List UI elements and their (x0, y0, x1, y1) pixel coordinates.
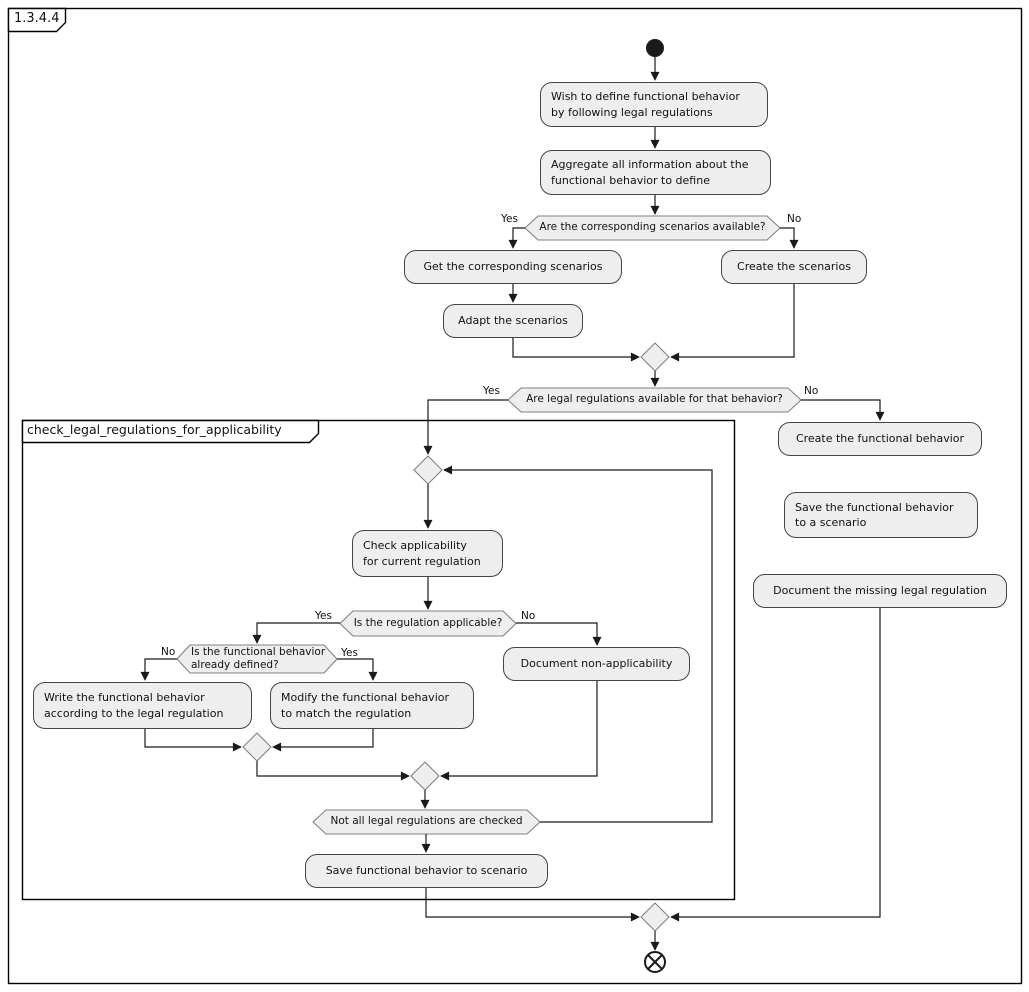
activity-document-missing: Document the missing legal regulation (753, 574, 1007, 608)
inner-frame (21, 419, 736, 901)
activity-check-applicability-line1: Check applicability (363, 539, 467, 553)
activity-save-behavior-line1: Save the functional behavior (795, 500, 954, 514)
activity-write-behavior: Write the functional behavior according … (33, 682, 252, 729)
activity-get-scenarios: Get the corresponding scenarios (404, 250, 622, 284)
activity-save-functional: Save functional behavior to scenario (305, 854, 548, 888)
branch-no-scenarios: No (787, 213, 802, 225)
merge-scenarios-diamond (640, 342, 670, 372)
decision-not-all-checked-text: Not all legal regulations are checked (330, 815, 523, 828)
activity-document-missing-label: Document the missing legal regulation (773, 584, 987, 598)
branch-yes-regulations: Yes (483, 385, 500, 397)
activity-save-behavior: Save the functional behavior to a scenar… (784, 492, 978, 538)
edge-createscen-to-merge1 (670, 284, 795, 362)
activity-check-applicability-line2: for current regulation (363, 554, 481, 568)
decision-scenarios-available-text: Are the corresponding scenarios availabl… (539, 221, 766, 234)
edge-docnonapp-to-merge3 (440, 681, 598, 781)
activity-create-scenarios-label: Create the scenarios (737, 260, 851, 274)
decision-not-all-checked-label: Not all legal regulations are checked (313, 810, 540, 834)
edge-decision1-yes (508, 227, 525, 249)
activity-wish: Wish to define functional behavior by fo… (540, 82, 768, 127)
decision-regulations-available-text: Are legal regulations available for that… (526, 393, 783, 406)
branch-no-applicable: No (521, 610, 536, 622)
edge-decision2-yes (423, 399, 508, 455)
edge-write-to-merge2 (144, 729, 242, 752)
activity-save-functional-label: Save functional behavior to scenario (325, 864, 528, 878)
activity-modify-behavior-line1: Modify the functional behavior (281, 691, 450, 705)
activity-aggregate-line2: functional behavior to define (551, 173, 710, 187)
decision-behavior-defined-line2: already defined? (191, 659, 279, 671)
edge-modify-to-merge2 (272, 729, 374, 752)
activity-write-behavior-line1: Write the functional behavior (44, 691, 205, 705)
end-node (644, 951, 666, 973)
branch-yes-scenarios: Yes (501, 213, 518, 225)
activity-create-behavior: Create the functional behavior (778, 422, 982, 456)
final-merge-diamond (640, 902, 670, 932)
decision-regulations-available-label: Are legal regulations available for that… (508, 388, 801, 412)
start-node (646, 39, 664, 57)
branch-yes-applicable: Yes (315, 610, 332, 622)
applicability-merge-diamond (410, 761, 440, 791)
edge-decision4-no (140, 658, 177, 681)
decision-behavior-defined-line1: Is the functional behavior (191, 645, 326, 658)
edge-decision3-no (516, 622, 602, 646)
activity-adapt-scenarios: Adapt the scenarios (443, 304, 583, 338)
activity-check-applicability: Check applicability for current regulati… (352, 530, 503, 577)
edge-merge2-to-merge3 (256, 761, 410, 781)
edge-decision2-no (801, 399, 885, 421)
activity-write-behavior-line2: according to the legal regulation (44, 706, 224, 720)
write-modify-merge-diamond (242, 732, 272, 762)
inner-frame-title: check_legal_regulations_for_applicabilit… (27, 422, 282, 437)
decision-regulation-applicable-label: Is the regulation applicable? (340, 611, 516, 636)
branch-yes-defined: Yes (341, 647, 358, 659)
activity-wish-line2: by following legal regulations (551, 105, 713, 119)
edge-decision1-no (780, 227, 799, 249)
activity-adapt-scenarios-label: Adapt the scenarios (458, 314, 568, 328)
activity-get-scenarios-label: Get the corresponding scenarios (423, 260, 603, 274)
loop-merge-diamond (413, 455, 443, 485)
edge-notall-loopback (443, 465, 713, 823)
activity-modify-behavior-line2: to match the regulation (281, 706, 412, 720)
edge-decision4-yes (337, 658, 378, 681)
decision-regulation-applicable-text: Is the regulation applicable? (353, 616, 503, 629)
activity-wish-line1: Wish to define functional behavior (551, 90, 740, 104)
decision-not-all-checked (312, 809, 541, 835)
outer-frame-tab (7, 7, 67, 33)
decision-scenarios-available-label: Are the corresponding scenarios availabl… (525, 216, 780, 240)
activity-create-behavior-label: Create the functional behavior (795, 432, 965, 446)
outer-frame-title: 1.3.4.4 (14, 11, 60, 26)
activity-save-behavior-line2: to a scenario (795, 516, 867, 529)
activity-modify-behavior: Modify the functional behavior to match … (270, 682, 474, 729)
edge-decision3-yes (252, 622, 340, 644)
inner-frame-tab (21, 419, 320, 444)
activity-document-nonapplicability: Document non-applicability (503, 647, 690, 681)
decision-behavior-defined-label: Is the functional behavior already defin… (177, 645, 337, 673)
activity-document-nonapplicability-label: Document non-applicability (520, 657, 673, 671)
activity-aggregate-line1: Aggregate all information about the (551, 158, 749, 172)
branch-no-defined: No (161, 646, 176, 658)
branch-no-regulations: No (804, 385, 819, 397)
activity-create-scenarios: Create the scenarios (721, 250, 867, 284)
edge-docmissing-to-finalmerge (670, 608, 881, 922)
outer-frame (7, 7, 1023, 985)
activity-aggregate: Aggregate all information about the func… (540, 150, 771, 195)
edge-savefunc-to-finalmerge (425, 888, 640, 922)
edge-adapt-to-merge1 (512, 338, 640, 362)
